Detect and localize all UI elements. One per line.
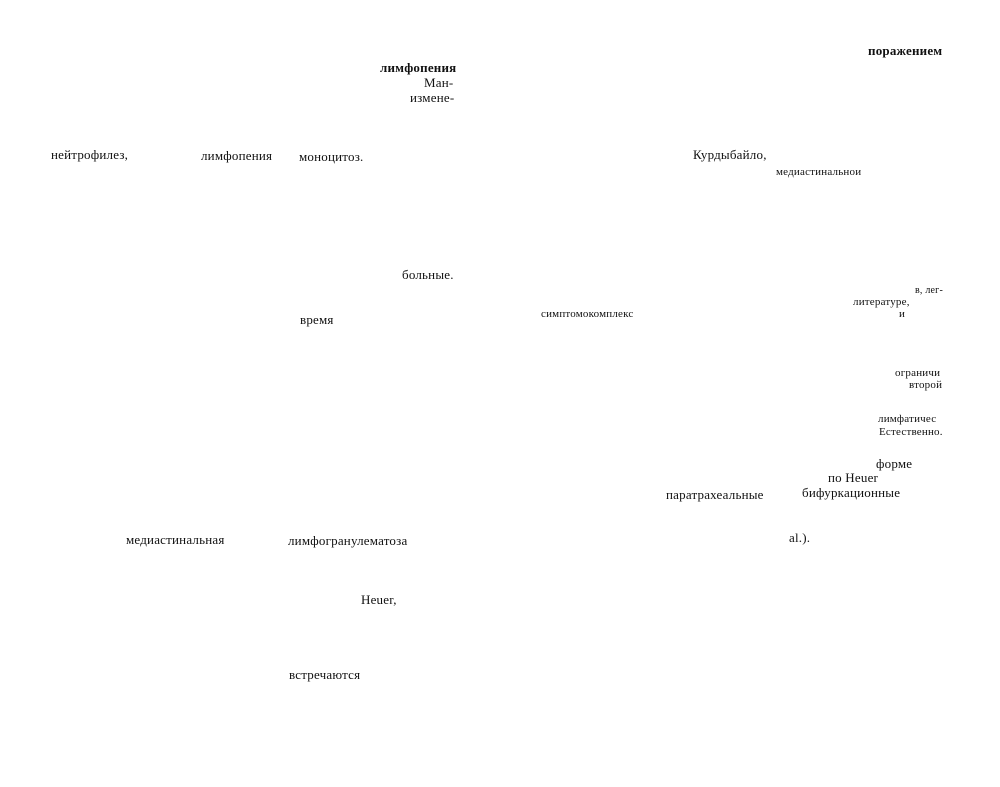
word-vtoroy: второй — [909, 379, 943, 391]
word-ogranichi: ограничи — [895, 367, 941, 379]
word-limfopeniya-top: лимфопения — [380, 60, 457, 75]
word-bolnye: больные. — [402, 267, 454, 282]
word-limfatiches: лимфатичес — [878, 413, 937, 425]
word-mediastinalnoy: медиастинальнои — [776, 166, 862, 178]
word-literature: литературе, — [853, 296, 910, 308]
word-limfopeniya-mid: лимфопения — [201, 148, 273, 163]
word-limfogranulematoza: лимфогранулематоза — [288, 533, 408, 548]
word-po-heuer: по Heuer — [828, 470, 879, 485]
word-kurdybaylo: Курдыбайло, — [693, 147, 767, 162]
word-i: и — [899, 308, 906, 320]
word-estestvenno: Естественно. — [879, 426, 943, 438]
word-porazheniem: поражением — [868, 43, 943, 58]
word-heuer: Heuer, — [361, 592, 397, 607]
word-simptomokompleks: симптомокомплекс — [541, 308, 634, 320]
word-man: Ман- — [424, 75, 454, 90]
word-forme: форме — [876, 456, 913, 471]
word-vremya: время — [300, 312, 334, 327]
word-mediastinalnaya: медиастинальная — [126, 532, 225, 547]
word-izmene: измене- — [410, 90, 455, 105]
word-bifurkats: бифуркационные — [802, 485, 901, 500]
word-paratraheal: паратрахеальные — [666, 487, 764, 502]
word-monotsitoz: моноцитоз. — [299, 149, 364, 164]
word-vstrechayutsya: встречаются — [289, 667, 361, 682]
word-al: al.). — [789, 530, 811, 545]
word-neytrofilez: нейтрофилез, — [51, 147, 129, 162]
word-v-leg: в, лег- — [915, 285, 943, 296]
